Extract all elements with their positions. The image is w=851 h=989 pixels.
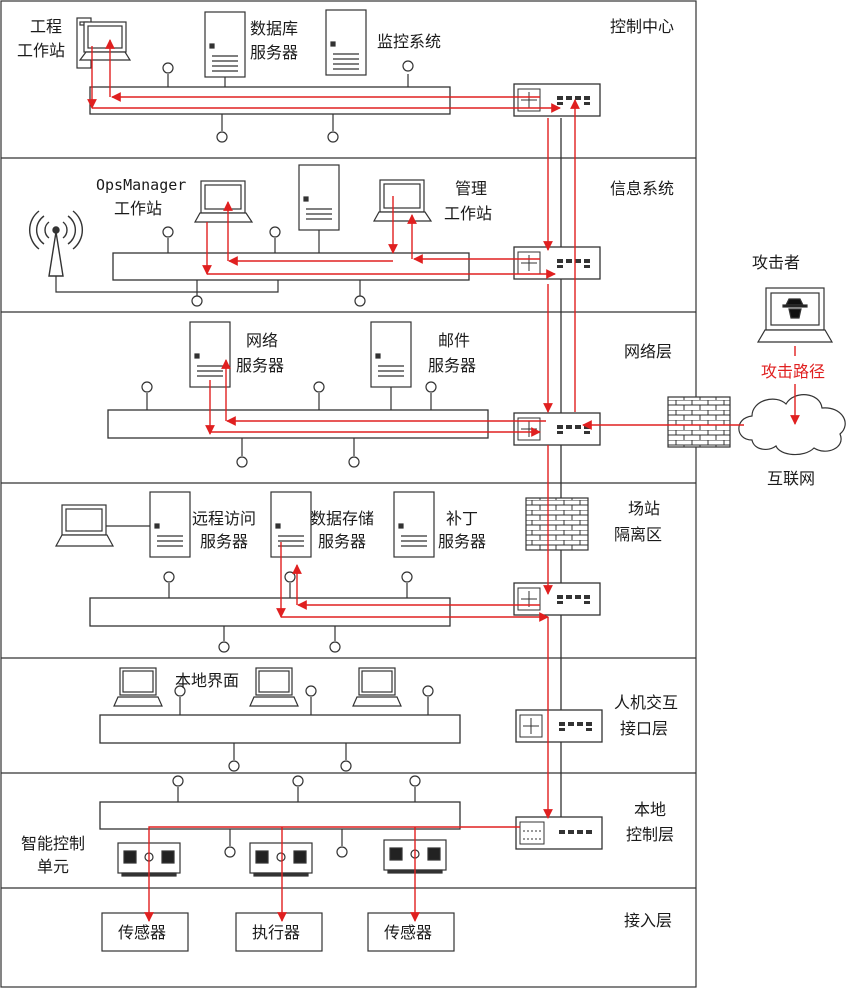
bus-control-center [89, 86, 451, 115]
db-server-label-1: 数据库 [250, 19, 298, 38]
hmi-terminal-1 [113, 667, 163, 707]
switch-network-layer [513, 412, 601, 446]
remote-access-server [149, 491, 191, 558]
attack-path-arrows [87, 39, 800, 922]
internet-label: 互联网 [767, 469, 815, 488]
storage-server-label-2: 服务器 [318, 532, 366, 551]
layer-info-system: 信息系统 [610, 179, 674, 198]
net-server-label-2: 服务器 [236, 356, 284, 375]
mail-server-label-2: 服务器 [428, 356, 476, 375]
bus-info-system [112, 252, 470, 281]
switch-control-center [513, 83, 601, 117]
eng-ws-label-1: 工程 [30, 17, 62, 36]
patch-server-label-1: 补丁 [446, 509, 478, 528]
net-server-label-1: 网络 [246, 331, 278, 350]
actuator-label: 执行器 [252, 923, 300, 942]
firewall-internet [667, 396, 731, 448]
mgmt-ws-label-1: 管理 [455, 179, 487, 198]
network-buses [89, 86, 489, 830]
attack-path-label: 攻击路径 [761, 362, 825, 381]
sensor-1-label: 传感器 [118, 923, 166, 942]
sensor-2-label: 传感器 [384, 923, 432, 942]
layer-hmi-2: 接口层 [620, 719, 668, 738]
layer-local-ctrl-2: 控制层 [626, 825, 674, 844]
switch-hmi [515, 709, 603, 743]
smart-ctrl-unit-2 [249, 842, 313, 877]
mail-server [370, 321, 412, 388]
local-ui-label: 本地界面 [175, 671, 239, 690]
layer-local-ctrl-1: 本地 [634, 800, 666, 819]
switch-local-ctrl [515, 816, 603, 850]
hmi-terminal-2 [249, 667, 299, 707]
switch-dmz [513, 582, 601, 616]
patch-server [393, 491, 435, 558]
remote-server-label-1: 远程访问 [192, 509, 256, 528]
layer-dmz-2: 隔离区 [614, 525, 662, 544]
opsmanager-label-2: 工作站 [114, 199, 162, 218]
layer-network: 网络层 [624, 342, 672, 361]
layer-control-center: 控制中心 [610, 17, 674, 36]
db-server [204, 11, 246, 78]
bus-hmi [99, 714, 461, 744]
bus-taps [141, 60, 437, 858]
layer-dmz-1: 场站 [628, 499, 660, 518]
bus-dmz [89, 597, 451, 627]
smart-ctrl-label-2: 单元 [37, 857, 69, 876]
opsmanager-workstation [193, 180, 254, 223]
bus-local-ctrl [99, 801, 461, 830]
attacker-laptop-icon [756, 287, 834, 343]
attacker-label: 攻击者 [752, 253, 800, 272]
smart-ctrl-label-1: 智能控制 [21, 834, 85, 853]
dmz-laptop [54, 504, 150, 547]
mail-server-label-1: 邮件 [438, 331, 470, 350]
layer-frame [0, 0, 697, 988]
eng-ws-label-2: 工作站 [17, 41, 65, 60]
eng-workstation [76, 17, 132, 69]
layer-access: 接入层 [624, 911, 672, 930]
remote-server-label-2: 服务器 [200, 532, 248, 551]
internet-cloud-icon [738, 394, 846, 456]
info-server [298, 164, 340, 231]
hmi-terminal-3 [352, 667, 402, 707]
mgmt-workstation [372, 179, 433, 222]
layer-hmi-1: 人机交互 [614, 693, 678, 712]
storage-server [270, 491, 312, 558]
db-server-label-2: 服务器 [250, 43, 298, 62]
opsmanager-label-1: OpsManager [96, 176, 186, 194]
storage-server-label-1: 数据存储 [310, 509, 374, 528]
wireless-antenna-icon [29, 210, 279, 293]
patch-server-label-2: 服务器 [438, 532, 486, 551]
firewall-dmz [525, 497, 589, 551]
net-server [189, 321, 231, 388]
bus-network-layer [107, 409, 489, 439]
mgmt-ws-label-2: 工作站 [444, 204, 492, 223]
monitor-system-label: 监控系统 [377, 32, 441, 51]
monitor-server [325, 9, 367, 76]
